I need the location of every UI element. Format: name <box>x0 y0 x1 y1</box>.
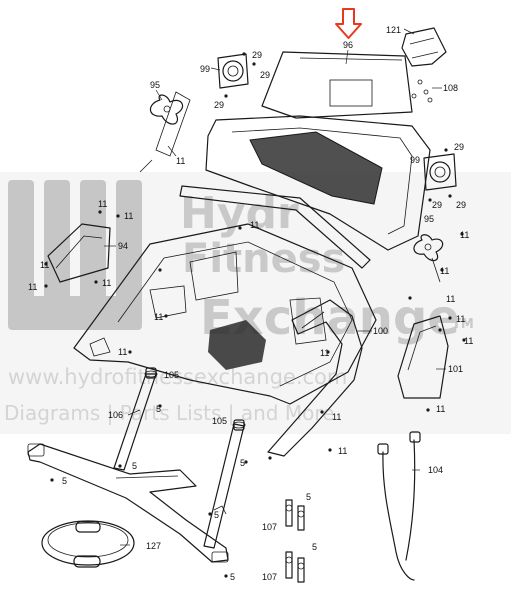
callout-108: 108 <box>443 83 458 93</box>
callout-11-f: 11 <box>102 278 111 288</box>
callout-11-n: 11 <box>320 348 329 358</box>
part-air-duct-right <box>397 315 449 399</box>
callout-11-d: 11 <box>40 260 49 270</box>
callout-11-j: 11 <box>446 294 455 304</box>
part-console-frame <box>205 115 431 251</box>
part-bracket-set-lower <box>285 551 305 583</box>
part-bushing-mid <box>233 419 245 431</box>
callout-11-g: 11 <box>250 220 259 230</box>
watermark-trademark: TM <box>452 317 474 332</box>
callout-107-upper: 107 <box>262 522 277 532</box>
watermark-tagline: Diagrams | Parts Lists | and More <box>4 401 334 425</box>
part-crossbar <box>179 185 371 269</box>
callout-106: 106 <box>108 410 123 420</box>
callout-29-d: 29 <box>454 142 464 152</box>
callout-11-h: 11 <box>440 266 449 276</box>
callout-105-top: 105 <box>164 370 179 380</box>
part-bracket-set-upper <box>285 499 305 531</box>
callout-11-b: 11 <box>98 199 107 209</box>
callout-101: 101 <box>448 364 463 374</box>
part-side-handrail <box>267 299 363 457</box>
callout-29-b: 29 <box>260 70 270 80</box>
callout-labels: 96 121 108 99 29 29 29 95 11 29 99 29 29… <box>28 25 473 582</box>
leader-lines <box>104 28 446 546</box>
part-console-clip <box>401 27 447 67</box>
part-upright-right <box>203 421 246 549</box>
callout-121: 121 <box>386 25 401 35</box>
callout-95-right: 95 <box>424 214 434 224</box>
callout-11-o: 11 <box>332 412 341 422</box>
callout-11-e: 11 <box>28 282 37 292</box>
callout-29-a: 29 <box>252 50 262 60</box>
part-speaker-right <box>423 153 457 191</box>
part-chest-strap <box>41 520 135 568</box>
watermark-logo-icon <box>8 180 142 330</box>
callout-5-d: 5 <box>62 476 67 486</box>
part-console-base <box>73 223 377 405</box>
part-air-duct-left <box>47 223 111 283</box>
part-upright-left <box>113 370 158 471</box>
part-cable <box>377 431 421 581</box>
callout-11-a: 11 <box>176 156 185 166</box>
callout-5-a: 5 <box>156 404 161 414</box>
callout-105-mid: 105 <box>212 416 227 426</box>
callout-11-i: 11 <box>460 230 469 240</box>
callout-29-f: 29 <box>456 200 466 210</box>
callout-5-h: 5 <box>214 510 219 520</box>
callout-127: 127 <box>146 541 161 551</box>
part-base-frame <box>27 443 229 563</box>
callout-5-c: 5 <box>132 461 137 471</box>
part-speaker-left <box>217 53 249 89</box>
callout-99-left: 99 <box>200 64 210 74</box>
callout-11-l: 11 <box>154 312 163 322</box>
callout-11-p: 11 <box>338 446 347 456</box>
callout-5-b: 5 <box>240 458 245 468</box>
watermark: Hydr Fitness Exchange TM www.hydrofitnes… <box>0 172 511 434</box>
screw-icons <box>44 52 466 578</box>
callout-11-k: 11 <box>436 404 445 414</box>
part-bushing-top <box>145 367 157 379</box>
callout-11-c: 11 <box>124 211 133 221</box>
part-fan-right <box>413 234 444 283</box>
callout-11-extra1: 11 <box>456 314 465 324</box>
callout-94: 94 <box>118 241 128 251</box>
part-fan-left <box>139 91 191 173</box>
callout-11-extra2: 11 <box>464 336 473 346</box>
callout-104: 104 <box>428 465 443 475</box>
callout-29-e: 29 <box>432 200 442 210</box>
callout-11-m: 11 <box>118 347 127 357</box>
callout-99-right: 99 <box>410 155 420 165</box>
callout-107-lower: 107 <box>262 572 277 582</box>
callout-96: 96 <box>343 40 353 50</box>
callout-5-g: 5 <box>230 572 235 582</box>
part-console-display-housing <box>261 51 413 119</box>
part-screw-group <box>411 79 433 103</box>
callout-100: 100 <box>373 326 388 336</box>
callout-29-c: 29 <box>214 100 224 110</box>
highlight-arrow-icon <box>335 8 362 39</box>
callout-5-e: 5 <box>306 492 311 502</box>
callout-5-f: 5 <box>312 542 317 552</box>
callout-95-left: 95 <box>150 80 160 90</box>
watermark-brand-line2: Fitness <box>182 236 345 282</box>
